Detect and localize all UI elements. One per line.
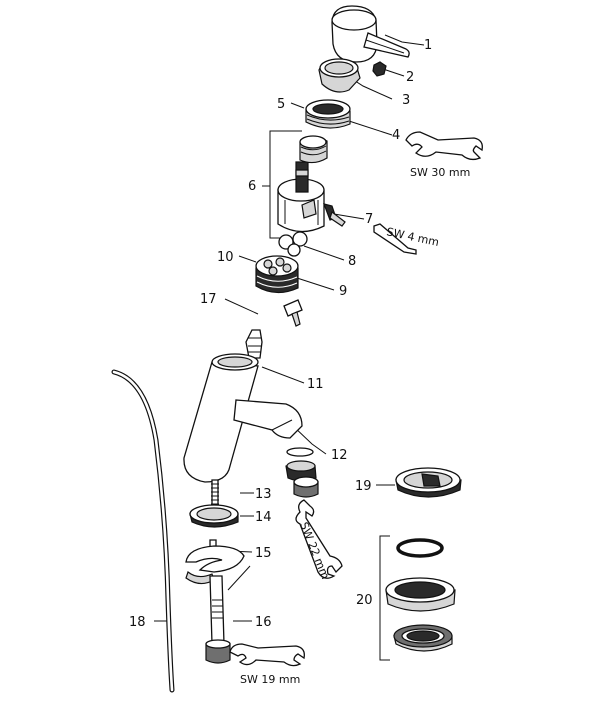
part-2-grub-screw xyxy=(372,61,387,77)
part-7-screw xyxy=(323,203,346,227)
part-16-stud-nut xyxy=(205,575,231,664)
part-14-seal-ring xyxy=(189,504,239,528)
callout-4: 4 xyxy=(392,128,400,143)
tool-wrench-sw19 xyxy=(229,643,305,667)
callout-20: 20 xyxy=(356,593,373,608)
callout-5: 5 xyxy=(277,97,285,112)
part-5-threaded-sleeve xyxy=(305,99,351,129)
callout-3: 3 xyxy=(402,93,410,108)
part-13-threaded-rod xyxy=(211,479,219,509)
callout-17: 17 xyxy=(200,292,217,307)
tool-hex-key-sw4 xyxy=(373,223,417,255)
label-sw30: SW 30 mm xyxy=(410,166,470,179)
tool-wrench-sw22 xyxy=(295,499,343,579)
callout-9: 9 xyxy=(339,284,347,299)
part-12-aerator xyxy=(285,447,319,498)
callout-labels: 1 2 3 4 5 6 7 8 9 10 11 12 13 14 15 16 1… xyxy=(129,38,432,630)
tool-wrench-sw30 xyxy=(405,131,483,161)
part-1-handle xyxy=(331,5,410,63)
callout-11: 11 xyxy=(307,377,324,392)
callout-8: 8 xyxy=(348,254,356,269)
callout-16: 16 xyxy=(255,615,272,630)
part-8-seals xyxy=(278,231,308,257)
callout-13: 13 xyxy=(255,487,272,502)
part-19-drain-cover xyxy=(395,467,462,498)
callout-19: 19 xyxy=(355,479,372,494)
part-11-mixer-body xyxy=(183,329,303,483)
part-15-fixing-washer xyxy=(185,539,245,585)
callout-2: 2 xyxy=(406,70,414,85)
callout-6: 6 xyxy=(248,179,256,194)
part-10-mixing-insert xyxy=(255,255,299,294)
part-6-cartridge xyxy=(277,135,328,233)
leader-lines xyxy=(154,34,425,661)
callout-1: 1 xyxy=(424,38,432,53)
part-3-cover-ring xyxy=(318,58,361,93)
part-17-screw xyxy=(283,299,303,327)
callout-10: 10 xyxy=(217,250,234,265)
callout-18: 18 xyxy=(129,615,146,630)
callout-14: 14 xyxy=(255,510,272,525)
part-20-drain-assembly xyxy=(385,538,456,652)
callout-7: 7 xyxy=(365,212,373,227)
label-sw19: SW 19 mm xyxy=(240,673,300,686)
callout-12: 12 xyxy=(331,448,348,463)
callout-15: 15 xyxy=(255,546,272,561)
part-18-flex-hose xyxy=(111,369,175,693)
